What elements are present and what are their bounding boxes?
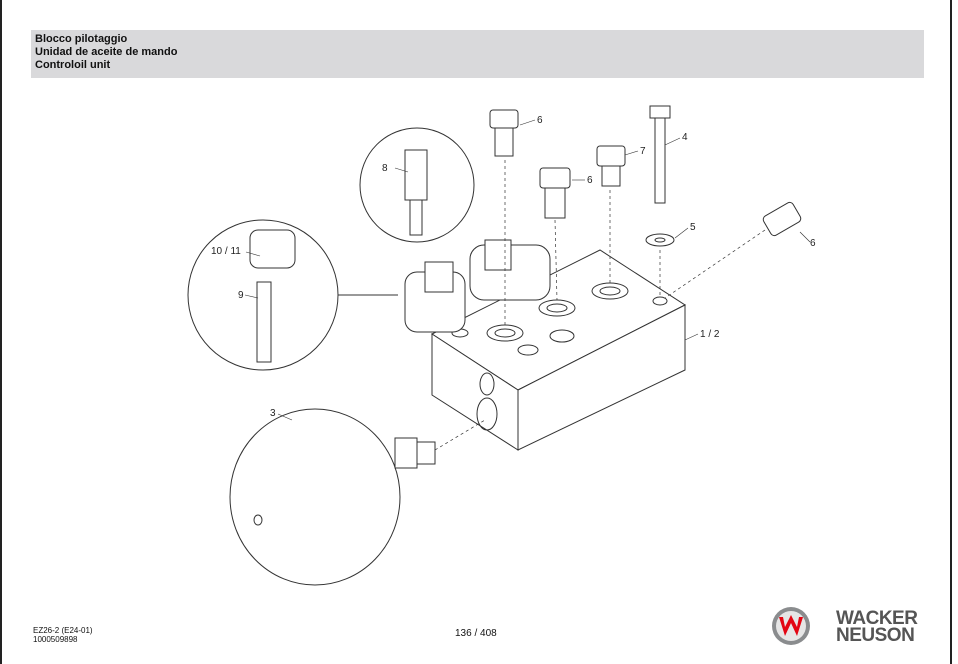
callout-10-11: 10 / 11 xyxy=(211,246,241,257)
callout-3: 3 xyxy=(270,408,276,419)
wacker-neuson-logo-icon xyxy=(772,607,810,645)
callout-6b: 6 xyxy=(587,175,593,186)
callout-9: 9 xyxy=(238,290,244,301)
detail-circles xyxy=(187,127,475,371)
page-border-left xyxy=(0,0,2,664)
assembly-lines xyxy=(434,160,766,451)
leader-lines xyxy=(244,119,811,421)
fittings xyxy=(489,105,802,247)
document-number: 1000509898 xyxy=(33,635,78,644)
model-code: EZ26-2 (E24-01) xyxy=(33,626,93,635)
exploded-parts-drawing: 6 6 7 4 5 6 1 / 2 8 9 10 / 11 3 xyxy=(187,105,816,586)
callout-8: 8 xyxy=(382,163,388,174)
callout-4: 4 xyxy=(682,132,688,143)
accumulator xyxy=(229,408,436,586)
callout-5: 5 xyxy=(690,222,696,233)
page-header: Blocco pilotaggio Unidad de aceite de ma… xyxy=(31,30,924,78)
page-border-right xyxy=(950,0,958,664)
page-number: 136 / 408 xyxy=(455,628,497,639)
footer-model-info: EZ26-2 (E24-01) 1000509898 xyxy=(33,626,93,644)
brand-line-1: WACKER xyxy=(836,608,918,629)
brand-name: WACKER NEUSON xyxy=(836,608,918,646)
solenoid-coils xyxy=(404,239,551,333)
callout-6a: 6 xyxy=(537,115,543,126)
brand-line-2: NEUSON xyxy=(836,625,915,646)
callout-6c: 6 xyxy=(810,238,816,249)
callout-7: 7 xyxy=(640,146,646,157)
valve-block xyxy=(430,249,687,451)
title-italian: Blocco pilotaggio xyxy=(35,33,128,45)
title-english: Controloil unit xyxy=(35,59,111,71)
title-spanish: Unidad de aceite de mando xyxy=(35,46,178,58)
callout-1-2: 1 / 2 xyxy=(700,329,720,340)
